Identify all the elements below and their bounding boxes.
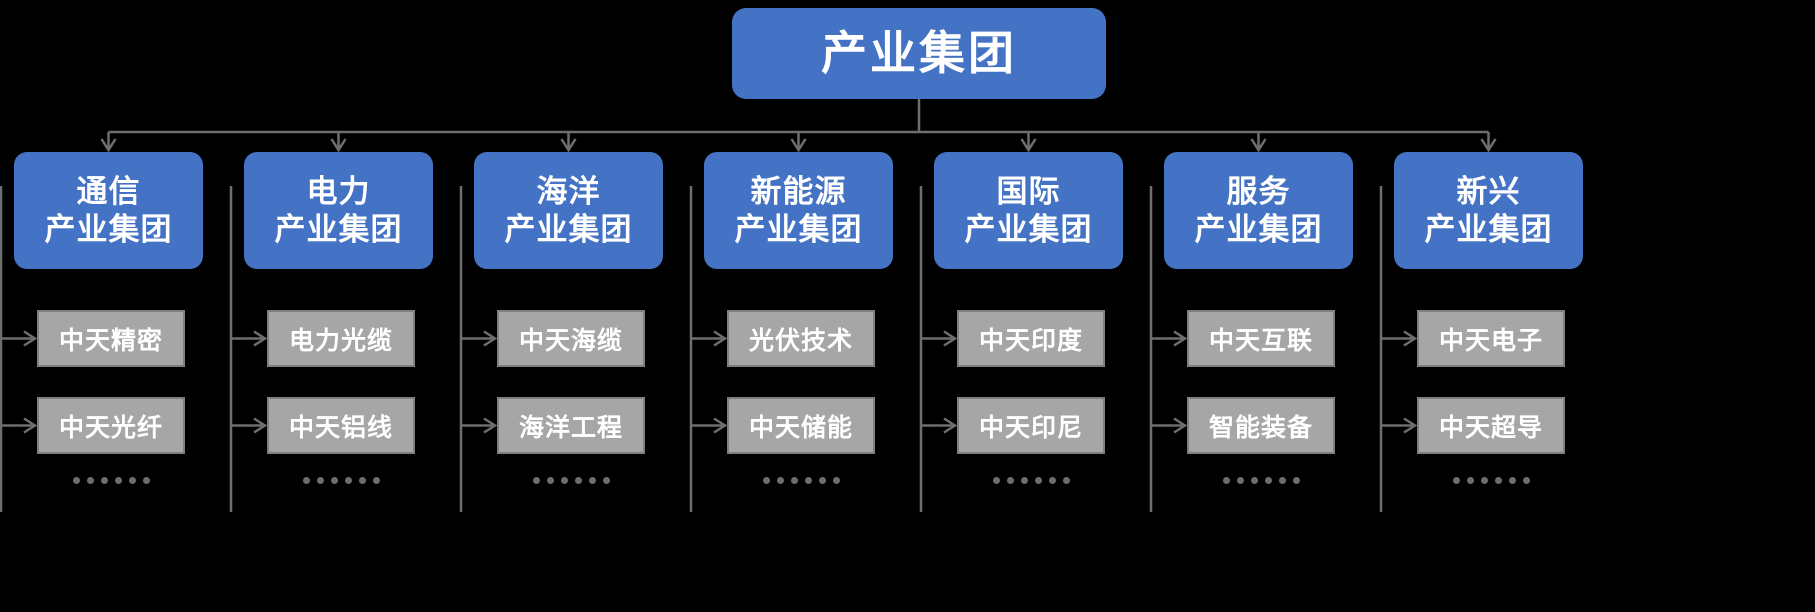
- division-node-3[interactable]: 海洋产业集团: [474, 152, 663, 269]
- division-label-line1: 服务: [1226, 174, 1291, 210]
- subsidiary-label: 智能装备: [1208, 413, 1313, 442]
- subsidiary-node-5-1[interactable]: 中天印度: [957, 310, 1105, 367]
- subsidiary-node-4-2[interactable]: 中天储能: [727, 397, 875, 454]
- subsidiary-label: 电力光缆: [288, 326, 393, 355]
- subsidiary-node-5-2[interactable]: 中天印尼: [957, 397, 1105, 454]
- root-node-label: 产业集团: [821, 27, 1017, 80]
- division-label-line1: 海洋: [536, 174, 601, 210]
- more-items-ellipsis-3: [497, 472, 645, 488]
- subsidiary-label: 中天光纤: [58, 413, 163, 442]
- subsidiary-node-2-2[interactable]: 中天铝线: [267, 397, 415, 454]
- division-label-line1: 电力: [306, 174, 371, 210]
- division-label-line2: 产业集团: [964, 211, 1093, 247]
- subsidiary-node-7-1[interactable]: 中天电子: [1417, 310, 1565, 367]
- subsidiary-node-2-1[interactable]: 电力光缆: [267, 310, 415, 367]
- more-items-ellipsis-2: [267, 472, 415, 488]
- division-label-line1: 通信: [76, 174, 141, 210]
- division-label-line1: 国际: [996, 174, 1061, 210]
- subsidiary-node-6-2[interactable]: 智能装备: [1187, 397, 1335, 454]
- subsidiary-label: 中天超导: [1438, 413, 1543, 442]
- division-node-4[interactable]: 新能源产业集团: [704, 152, 893, 269]
- division-node-2[interactable]: 电力产业集团: [244, 152, 433, 269]
- subsidiary-label: 中天海缆: [518, 326, 623, 355]
- subsidiary-label: 中天印尼: [978, 413, 1083, 442]
- subsidiary-node-4-1[interactable]: 光伏技术: [727, 310, 875, 367]
- subsidiary-label: 海洋工程: [518, 413, 623, 442]
- division-label-line1: 新能源: [750, 174, 847, 210]
- subsidiary-label: 中天储能: [748, 413, 853, 442]
- root-node-industrial-group[interactable]: 产业集团: [732, 8, 1106, 99]
- more-items-ellipsis-1: [37, 472, 185, 488]
- more-items-ellipsis-7: [1417, 472, 1565, 488]
- subsidiary-label: 中天电子: [1438, 326, 1543, 355]
- more-items-ellipsis-4: [727, 472, 875, 488]
- subsidiary-label: 中天铝线: [288, 413, 393, 442]
- division-label-line2: 产业集团: [1194, 211, 1323, 247]
- subsidiary-label: 中天互联: [1208, 326, 1313, 355]
- division-label-line2: 产业集团: [44, 211, 173, 247]
- division-label-line2: 产业集团: [1424, 211, 1553, 247]
- division-label-line1: 新兴: [1456, 174, 1521, 210]
- subsidiary-node-3-2[interactable]: 海洋工程: [497, 397, 645, 454]
- subsidiary-node-1-2[interactable]: 中天光纤: [37, 397, 185, 454]
- subsidiary-node-1-1[interactable]: 中天精密: [37, 310, 185, 367]
- division-node-6[interactable]: 服务产业集团: [1164, 152, 1353, 269]
- division-label-line2: 产业集团: [274, 211, 403, 247]
- division-node-1[interactable]: 通信产业集团: [14, 152, 203, 269]
- subsidiary-label: 光伏技术: [748, 326, 853, 355]
- division-label-line2: 产业集团: [504, 211, 633, 247]
- subsidiary-node-7-2[interactable]: 中天超导: [1417, 397, 1565, 454]
- division-label-line2: 产业集团: [734, 211, 863, 247]
- subsidiary-label: 中天精密: [58, 326, 163, 355]
- subsidiary-node-6-1[interactable]: 中天互联: [1187, 310, 1335, 367]
- division-node-5[interactable]: 国际产业集团: [934, 152, 1123, 269]
- division-node-7[interactable]: 新兴产业集团: [1394, 152, 1583, 269]
- subsidiary-node-3-1[interactable]: 中天海缆: [497, 310, 645, 367]
- subsidiary-label: 中天印度: [978, 326, 1083, 355]
- more-items-ellipsis-5: [957, 472, 1105, 488]
- more-items-ellipsis-6: [1187, 472, 1335, 488]
